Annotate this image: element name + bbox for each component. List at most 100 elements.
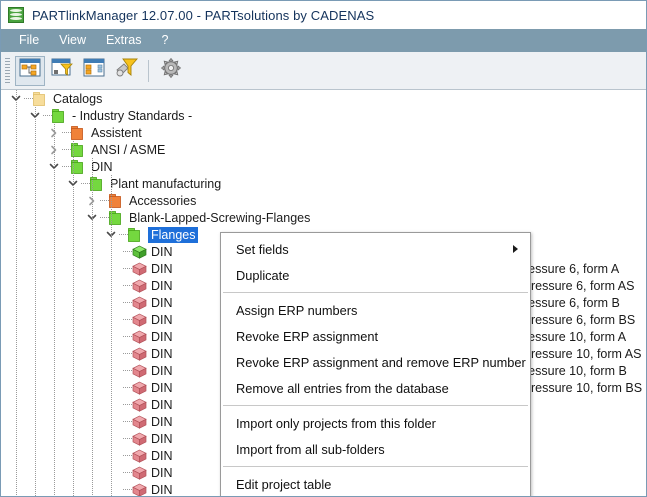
context-menu-separator: [223, 405, 528, 406]
tree-part-description: pressure 6, form AS: [524, 278, 635, 293]
tree-node-blank-lapped-screwing-flanges[interactable]: Blank-Lapped-Screwing-Flanges: [1, 209, 646, 226]
cube-red-icon: [132, 330, 147, 344]
window-funnel-icon: [51, 58, 73, 83]
tree-node-label: Flanges: [148, 226, 199, 243]
ctx-edit-project-table[interactable]: Edit project table: [221, 471, 530, 496]
tree-part-description: ressure 6, form A: [524, 261, 620, 276]
context-menu-separator: [223, 292, 528, 293]
folder-green-icon: [90, 176, 106, 191]
part-filter-button[interactable]: [111, 56, 141, 86]
tree-part-row[interactable]: DIN: [1, 481, 646, 496]
context-menu-separator: [223, 466, 528, 467]
tree-part-row[interactable]: DIN: [1, 447, 646, 464]
context-menu-item-label: Import from all sub-folders: [236, 441, 385, 457]
menu-file[interactable]: File: [19, 33, 40, 47]
tree-node-catalogs[interactable]: Catalogs: [1, 90, 646, 107]
tree-part-row[interactable]: DIN: [1, 396, 646, 413]
menu-extras[interactable]: Extras: [106, 33, 142, 47]
structure-view-button[interactable]: [15, 55, 45, 86]
expander-collapsed-icon[interactable]: [85, 192, 100, 209]
ctx-set-fields[interactable]: Set fields: [221, 236, 530, 262]
menu-help[interactable]: ?: [161, 33, 169, 47]
cube-red-icon: [132, 449, 147, 463]
context-menu-item-label: Duplicate: [236, 267, 290, 283]
tree-part-label: DIN: [151, 261, 173, 276]
tree-part-label: DIN: [151, 397, 173, 412]
cube-red-icon: [132, 279, 147, 293]
ctx-import-subfolders[interactable]: Import from all sub-folders: [221, 436, 530, 462]
tree-node-din[interactable]: DIN: [1, 158, 646, 175]
tree-part-label: DIN: [151, 465, 173, 480]
ctx-import-this-folder[interactable]: Import only projects from this folder: [221, 410, 530, 436]
tree-node-flanges[interactable]: Flanges: [1, 226, 646, 243]
tree-connector: [123, 362, 132, 379]
ctx-assign-erp-numbers[interactable]: Assign ERP numbers: [221, 297, 530, 323]
tree-node-ansi-asme[interactable]: ANSI / ASME: [1, 141, 646, 158]
tree-part-label: DIN: [151, 448, 173, 463]
tree-node-assistent[interactable]: Assistent: [1, 124, 646, 141]
tree-node-label: Blank-Lapped-Screwing-Flanges: [129, 210, 311, 225]
ctx-remove-all-entries[interactable]: Remove all entries from the database: [221, 375, 530, 401]
tree-connector: [123, 328, 132, 345]
tree-connector: [123, 379, 132, 396]
tree-part-row[interactable]: DIN: [1, 243, 646, 260]
ctx-duplicate[interactable]: Duplicate: [221, 262, 530, 288]
tree-part-row[interactable]: DIN: [1, 464, 646, 481]
cube-red-icon: [132, 262, 147, 276]
tree-part-label: DIN: [151, 295, 173, 310]
tree-connector: [123, 294, 132, 311]
expander-collapsed-icon[interactable]: [47, 124, 62, 141]
ctx-revoke-erp-and-remove[interactable]: Revoke ERP assignment and remove ERP num…: [221, 349, 530, 375]
tree-connector: [123, 430, 132, 447]
tree-part-description: ressure 10, form A: [524, 329, 627, 344]
tree-node-industry-standards[interactable]: - Industry Standards -: [1, 107, 646, 124]
settings-button[interactable]: [156, 56, 186, 86]
tree-part-label: DIN: [151, 312, 173, 327]
window-title: PARTlinkManager 12.07.00 - PARTsolutions…: [32, 7, 375, 23]
folder-yellow-icon: [33, 91, 49, 106]
expander-collapsed-icon[interactable]: [47, 141, 62, 158]
tree-connector: [62, 124, 71, 141]
ctx-revoke-erp-assignment[interactable]: Revoke ERP assignment: [221, 323, 530, 349]
tree-part-row[interactable]: DIN: [1, 413, 646, 430]
toolbar-separator: [148, 59, 149, 82]
filter-view-button[interactable]: [47, 56, 77, 86]
cube-red-icon: [132, 466, 147, 480]
tree-node-label: ANSI / ASME: [91, 142, 166, 157]
cube-red-icon: [132, 347, 147, 361]
menu-bar: File View Extras ?: [1, 29, 646, 52]
tree-connector: [123, 260, 132, 277]
tree-part-description: ressure 10, form B: [524, 363, 627, 378]
tree-part-label: DIN: [151, 244, 173, 259]
tree-part-label: DIN: [151, 482, 173, 497]
menu-view[interactable]: View: [59, 33, 87, 47]
folder-green-icon: [71, 142, 87, 157]
context-menu-item-label: Assign ERP numbers: [236, 302, 358, 318]
tree-connector: [62, 141, 71, 158]
tree-node-plant-manufacturing[interactable]: Plant manufacturing: [1, 175, 646, 192]
toolbar-grip[interactable]: [5, 57, 10, 84]
folder-orange-icon: [109, 193, 125, 208]
tree-part-label: DIN: [151, 346, 173, 361]
table-view-button[interactable]: [79, 56, 109, 86]
tree-node-accessories[interactable]: Accessories: [1, 192, 646, 209]
context-menu-item-label: Revoke ERP assignment: [236, 328, 379, 344]
tree-part-row[interactable]: DIN ressure 6, form A: [1, 260, 646, 277]
context-menu-item-label: Edit project table: [236, 476, 332, 492]
tree-guide-line: [54, 124, 55, 496]
tree-connector: [123, 311, 132, 328]
cube-red-icon: [132, 398, 147, 412]
submenu-arrow-icon: [513, 245, 518, 253]
tree-connector: [123, 243, 132, 260]
tree-part-row[interactable]: DIN: [1, 430, 646, 447]
tree-connector: [43, 107, 52, 124]
tree-guide-line: [73, 141, 74, 496]
